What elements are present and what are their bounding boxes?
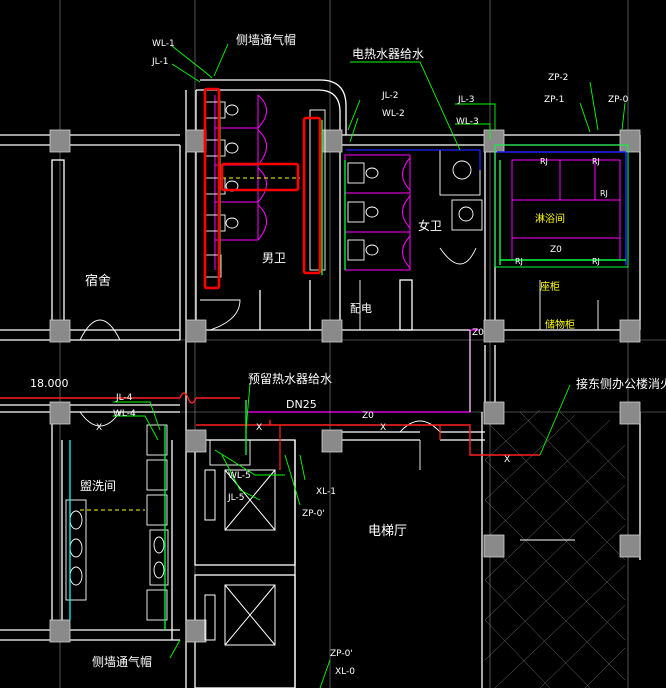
tag-rj-1: RJ xyxy=(540,157,548,166)
text-layer: 宿舍 男卫 女卫 淋浴间 盥洗间 电梯厅 配电 座柜 储物柜 侧墙通气帽 电热水… xyxy=(30,32,666,677)
tag-jl1: JL-1 xyxy=(151,57,168,67)
tag-zp2: ZP-2 xyxy=(548,73,568,83)
label-connect-office: 接东侧办公楼消火 xyxy=(576,376,666,391)
highlight-boxes xyxy=(203,87,322,290)
leaders xyxy=(113,43,626,688)
label-heater-supply: 电热水器给水 xyxy=(352,47,424,61)
tag-rj-2: RJ xyxy=(592,157,600,166)
tag-jl2: JL-2 xyxy=(381,91,398,101)
tag-xl1: XL-1 xyxy=(316,487,336,497)
room-small-1: 座柜 xyxy=(540,280,560,293)
shower-room xyxy=(494,144,629,268)
pipe-x-1: X xyxy=(96,423,102,433)
pipe-x-3: X xyxy=(380,423,386,433)
label-reserved-heater: 预留热水器给水 xyxy=(248,372,332,386)
room-shower: 淋浴间 xyxy=(535,212,565,225)
label-wall-vent-bottom: 侧墙通气帽 xyxy=(92,654,152,669)
room-elevator-hall: 电梯厅 xyxy=(368,524,407,539)
room-womens-wc: 女卫 xyxy=(418,218,442,233)
tag-wl3: WL-3 xyxy=(456,117,479,127)
room-mens-wc: 男卫 xyxy=(262,251,286,265)
tag-wl4: WL-4 xyxy=(113,409,136,419)
tag-wl2: WL-2 xyxy=(382,109,405,119)
tag-xl0: XL-0 xyxy=(335,667,355,677)
tag-zp0p-bottom: ZP-0' xyxy=(330,649,353,659)
pipe-z0-shower: Z0 xyxy=(550,245,562,255)
room-small-2: 储物柜 xyxy=(545,318,575,331)
elevator-marks xyxy=(204,469,276,646)
tag-zp0: ZP-0 xyxy=(608,95,629,105)
tag-zp0p: ZP-0' xyxy=(302,509,325,519)
pipe-z0: Z0 xyxy=(362,411,374,421)
hatch-area xyxy=(484,409,626,688)
pipe-x-2: X xyxy=(256,423,262,433)
tag-rj-4: RJ xyxy=(515,257,523,266)
tag-rj-5: RJ xyxy=(592,257,600,266)
tag-jl4: JL-4 xyxy=(115,393,133,403)
tag-wl1: WL-1 xyxy=(152,39,175,49)
columns xyxy=(49,129,641,643)
tag-jl5: JL-5 xyxy=(227,493,244,503)
tag-wl5: WL-5 xyxy=(228,471,251,481)
pipe-x-4: X xyxy=(504,455,510,465)
label-elevation: 18.000 xyxy=(30,377,69,390)
tag-jl3: JL-3 xyxy=(457,95,474,105)
doors xyxy=(79,247,599,541)
tag-zp1: ZP-1 xyxy=(544,95,564,105)
label-wall-vent-top: 侧墙通气帽 xyxy=(236,32,296,47)
room-sink: 配电 xyxy=(350,302,372,315)
pipe-z0-vertical: Z0 xyxy=(472,328,484,338)
room-dorm: 宿舍 xyxy=(85,273,111,289)
tag-rj-3: RJ xyxy=(600,189,608,198)
label-pipe-size: DN25 xyxy=(286,398,317,411)
room-washroom: 盥洗间 xyxy=(80,479,116,493)
mens-stalls xyxy=(214,94,267,270)
